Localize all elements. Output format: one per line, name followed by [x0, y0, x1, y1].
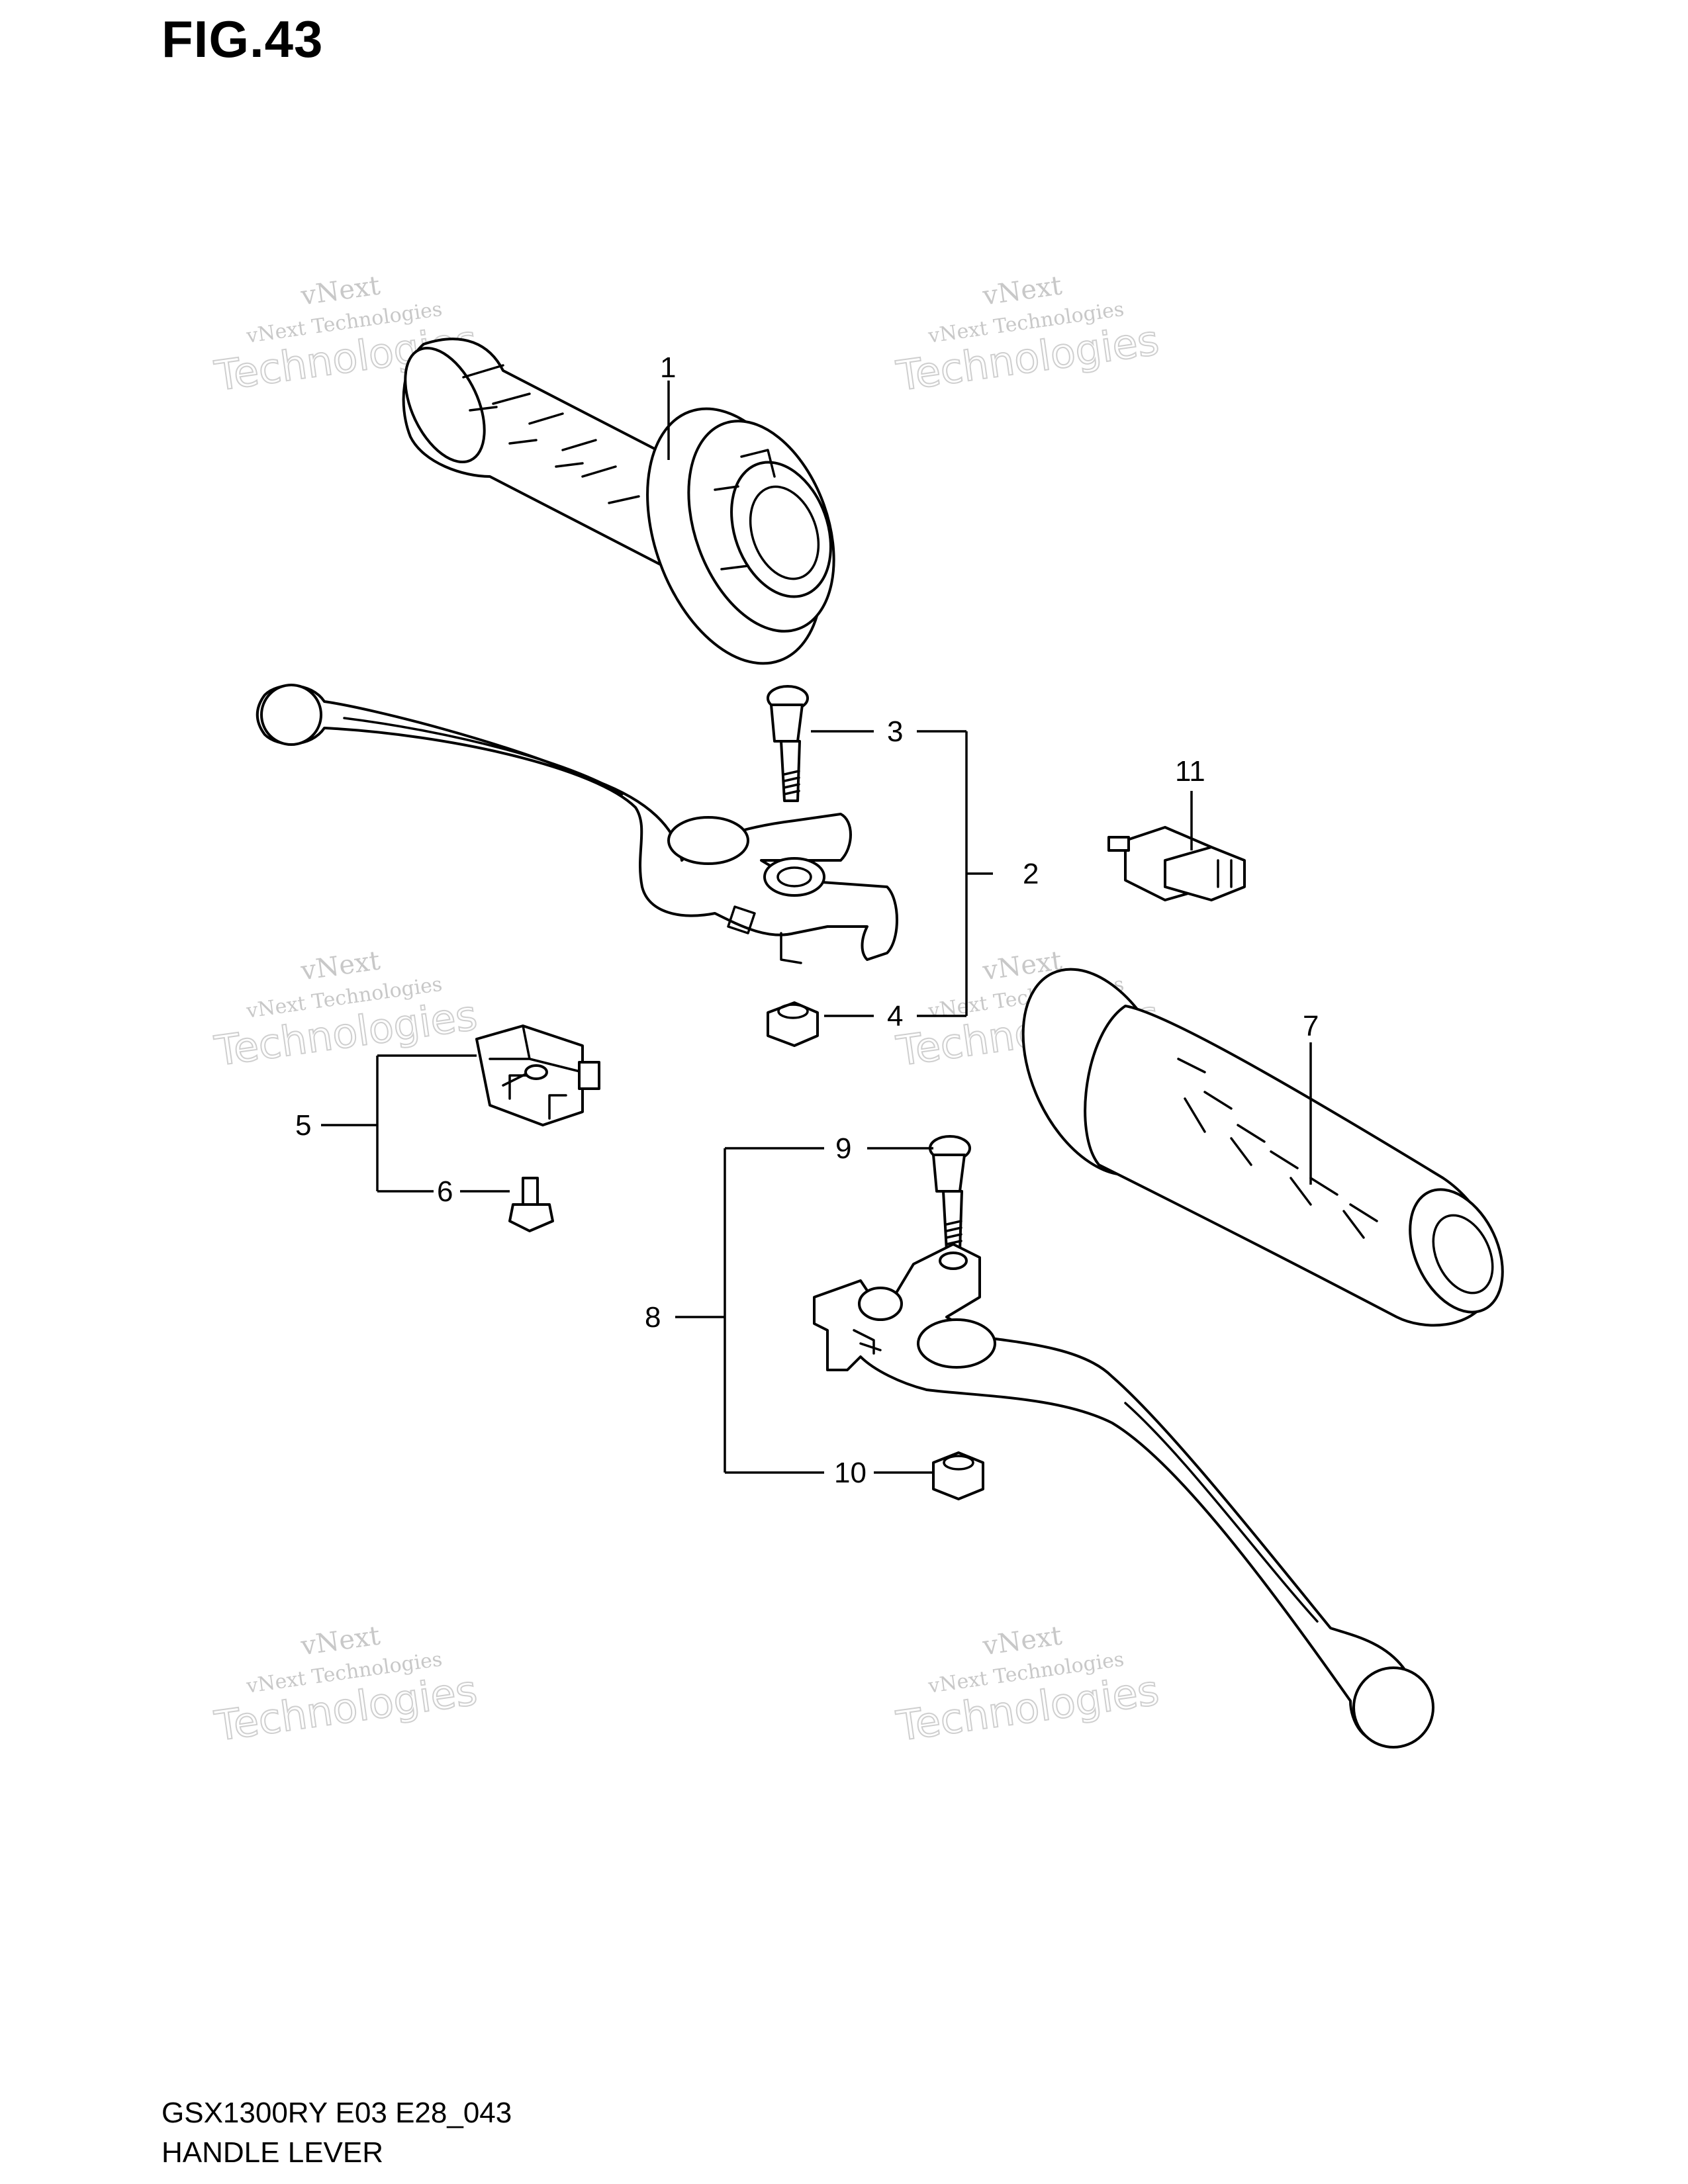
part-1-left-grip — [402, 338, 835, 665]
svg-text:vNext: vNext — [980, 270, 1064, 311]
callout-6: 6 — [437, 1175, 453, 1208]
part-2-front-brake-lever — [256, 684, 898, 964]
svg-text:vNext: vNext — [299, 945, 382, 986]
part-10-nut — [932, 1451, 984, 1500]
svg-text:vNext: vNext — [299, 270, 382, 311]
part-11-switch — [1107, 826, 1246, 901]
callout-10: 10 — [834, 1457, 867, 1489]
watermark-top-center: vNext vNext Technologies Technologies — [893, 270, 1163, 400]
model-code: GSX1300RY E03 E28_043 — [162, 2097, 512, 2129]
callout-labels: 1 2 3 4 5 6 7 8 9 10 11 — [295, 351, 1319, 1489]
callout-3: 3 — [887, 715, 903, 748]
leader-lines — [321, 381, 1312, 1474]
callout-9: 9 — [835, 1132, 851, 1165]
callout-2: 2 — [1023, 858, 1039, 890]
part-7-right-grip — [1021, 968, 1504, 1327]
part-6-screw — [508, 1177, 554, 1232]
svg-text:vNext: vNext — [299, 1620, 382, 1661]
callout-8: 8 — [645, 1301, 661, 1334]
callout-7: 7 — [1303, 1010, 1319, 1042]
figure-title: FIG.43 — [162, 10, 324, 68]
svg-text:vNext: vNext — [980, 1620, 1064, 1661]
part-5-switch — [475, 1024, 600, 1126]
part-4-nut — [767, 1001, 819, 1047]
callout-1: 1 — [660, 351, 676, 384]
part-8-clutch-lever — [813, 1243, 1434, 1749]
part-3-bolt — [767, 685, 809, 802]
watermark-bottom-center: vNext vNext Technologies Technologies — [893, 1620, 1163, 1751]
callout-5: 5 — [295, 1109, 311, 1142]
callout-4: 4 — [887, 1000, 903, 1032]
callout-11: 11 — [1175, 755, 1205, 788]
watermark-mid-left: vNext vNext Technologies Technologies — [211, 945, 481, 1075]
part-9-bolt — [929, 1135, 971, 1252]
watermark-bottom-left: vNext vNext Technologies Technologies — [211, 1620, 481, 1751]
section-name: HANDLE LEVER — [162, 2136, 384, 2169]
